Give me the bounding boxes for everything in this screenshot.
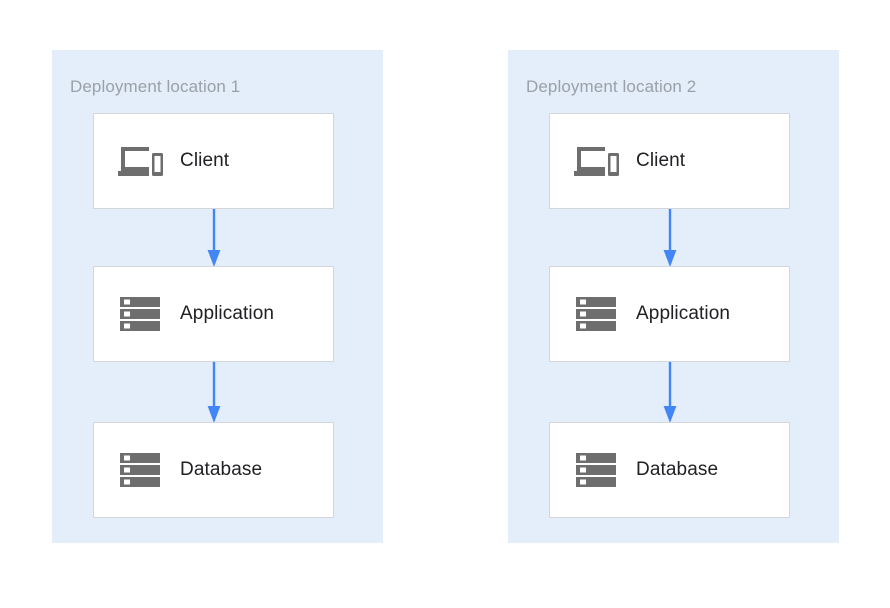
arrow-application-to-database-location-1	[207, 362, 221, 423]
node-label-database-location-2: Database	[636, 459, 719, 480]
arrow-application-to-database-location-2	[663, 362, 677, 423]
node-client-location-1[interactable]: Client	[93, 113, 334, 209]
node-database-location-2[interactable]: Database	[549, 422, 790, 518]
devices-icon	[568, 137, 624, 185]
deployment-location-2-title: Deployment location 2	[526, 77, 697, 96]
server-icon	[568, 446, 624, 494]
deployment-location-1-panel: Deployment location 1 Client	[52, 50, 383, 543]
node-label-client-location-2: Client	[636, 150, 686, 171]
devices-icon	[112, 137, 168, 185]
node-application-location-1[interactable]: Application	[93, 266, 334, 362]
server-icon	[112, 290, 168, 338]
deployment-location-2-panel: Deployment location 2 Client	[508, 50, 839, 543]
arrow-client-to-application-location-1	[207, 209, 221, 267]
node-label-database-location-1: Database	[180, 459, 263, 480]
node-application-location-2[interactable]: Application	[549, 266, 790, 362]
node-label-client-location-1: Client	[180, 150, 230, 171]
server-icon	[112, 446, 168, 494]
deployment-location-1-title: Deployment location 1	[70, 77, 241, 96]
node-label-application-location-2: Application	[636, 303, 731, 324]
node-label-application-location-1: Application	[180, 303, 275, 324]
server-icon	[568, 290, 624, 338]
arrow-client-to-application-location-2	[663, 209, 677, 267]
node-client-location-2[interactable]: Client	[549, 113, 790, 209]
node-database-location-1[interactable]: Database	[93, 422, 334, 518]
